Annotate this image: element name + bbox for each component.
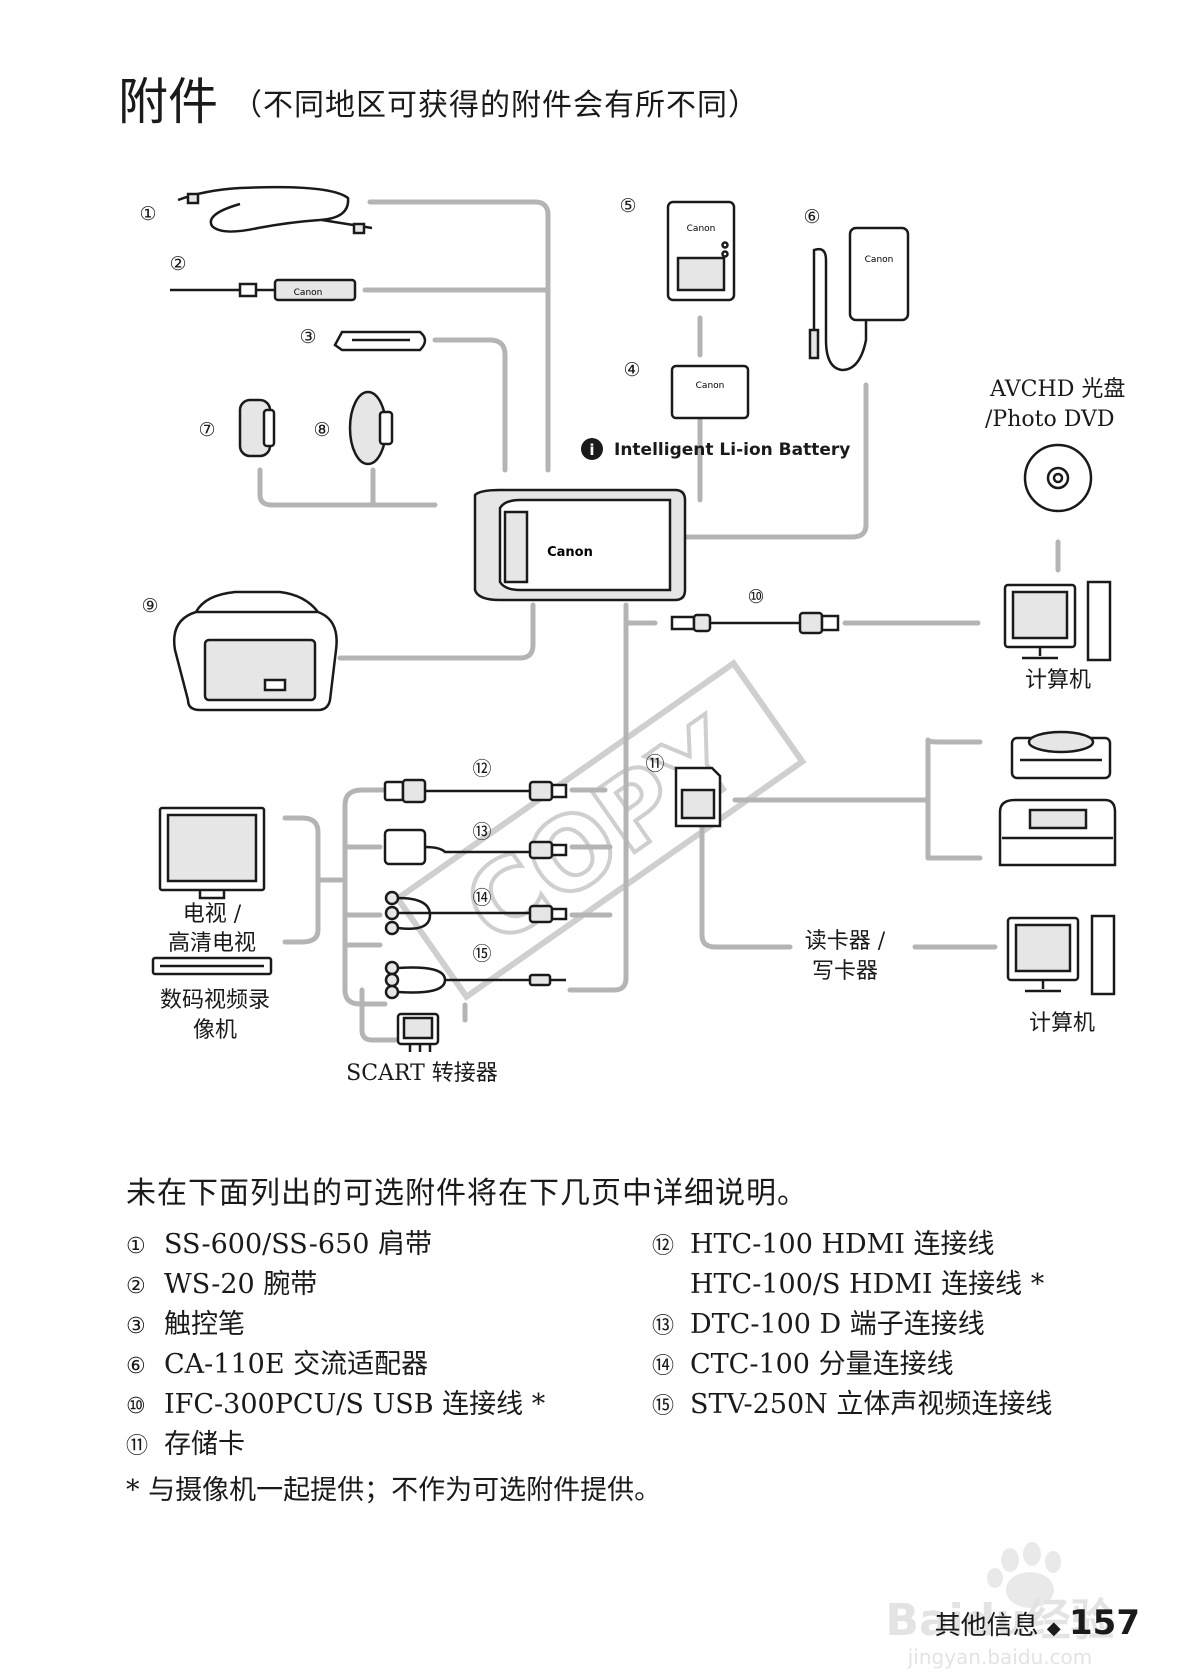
callout-13: ⑬	[472, 821, 491, 843]
video-recorder-icon	[151, 956, 273, 976]
hdmi-cable-icon	[383, 778, 568, 804]
callout-6: ⑥	[803, 206, 820, 228]
svg-text:Canon: Canon	[687, 224, 716, 234]
tv-label-line2: 高清电视	[168, 931, 256, 956]
computer-bottom-label: 计算机	[1029, 1011, 1095, 1036]
battery-info-icon: i	[581, 438, 603, 460]
accessory-diagram: COPY ① ② ③ ④ ⑤ ⑥ ⑦ ⑧ ⑨ ⑩ ⑪ ⑫ ⑬ ⑭	[139, 185, 1125, 1086]
wide-lens-icon	[348, 390, 394, 466]
av-cable-icon	[384, 960, 566, 1000]
baidu-watermark-url: jingyan.baidu.com	[907, 1645, 1093, 1669]
d-terminal-cable-icon	[383, 828, 568, 866]
page-subtitle: （不同地区可获得的附件会有所不同）	[232, 88, 759, 123]
inkjet-printer-icon	[998, 798, 1117, 867]
usb-cable-icon	[670, 611, 840, 635]
reader-label-line1: 读卡器 /	[805, 929, 886, 954]
baidu-watermark-brand: Baidu经验	[885, 1595, 1114, 1646]
footnote: * 与摄像机一起提供；不作为可选附件提供。	[126, 1475, 662, 1506]
svg-text:Canon: Canon	[696, 381, 725, 391]
stylus-icon	[333, 330, 427, 352]
svg-text:Canon: Canon	[547, 545, 593, 560]
shoulder-strap-icon	[177, 185, 373, 235]
footer-section: 其他信息	[934, 1611, 1039, 1641]
list-item: HTC-100/S HDMI 连接线 *	[690, 1269, 1045, 1300]
battery-charger-icon: Canon	[666, 200, 736, 302]
scart-adapter-icon	[396, 1012, 440, 1052]
recorder-label-line2: 像机	[193, 1018, 237, 1043]
memory-card-icon	[674, 766, 722, 828]
page-title: 附件	[118, 73, 218, 131]
photo-printer-icon	[1010, 730, 1112, 780]
callout-3: ③	[299, 326, 316, 348]
camera-bag-icon	[172, 590, 338, 712]
footer-bullet: ◆	[1046, 1618, 1061, 1639]
svg-text:Canon: Canon	[294, 288, 323, 298]
callout-7: ⑦	[198, 419, 215, 441]
callout-2: ②	[169, 253, 186, 275]
callout-9: ⑨	[141, 595, 158, 617]
camcorder-icon: Canon	[473, 488, 687, 602]
tv-label-line1: 电视 /	[183, 902, 242, 927]
callout-4: ④	[623, 359, 640, 381]
connector-lines	[257, 199, 1061, 1043]
ac-adapter-icon: Canon	[808, 226, 910, 372]
callout-11: ⑪	[645, 753, 664, 775]
page-footer: 其他信息 ◆ 157	[935, 1603, 1140, 1643]
scart-label: SCART 转接器	[346, 1061, 498, 1086]
callout-1: ①	[139, 203, 156, 225]
callout-10: ⑩	[747, 586, 764, 608]
reader-label-line2: 写卡器	[812, 959, 878, 984]
battery-pack-icon: Canon	[670, 364, 750, 420]
svg-text:Canon: Canon	[865, 255, 894, 265]
callout-5: ⑤	[619, 195, 636, 217]
disc-label-line1: AVCHD 光盘	[989, 377, 1125, 402]
wrist-strap-icon: Canon	[170, 278, 357, 302]
svg-text:i: i	[589, 441, 594, 459]
baidu-watermark: Baidu经验 jingyan.baidu.com	[885, 1542, 1115, 1669]
tele-lens-icon	[238, 398, 276, 458]
callout-15: ⑮	[472, 943, 491, 965]
computer-top-label: 计算机	[1025, 668, 1091, 693]
recorder-label-line1: 数码视频录	[160, 988, 270, 1013]
intro-text: 未在下面列出的可选附件将在下几页中详细说明。	[126, 1176, 808, 1211]
disc-icon	[1023, 443, 1093, 513]
callout-12: ⑫	[472, 758, 491, 780]
callout-8: ⑧	[313, 419, 330, 441]
component-cable-icon	[384, 890, 568, 936]
computer-bottom-icon	[1006, 914, 1116, 996]
battery-label: Intelligent Li-ion Battery	[614, 440, 850, 460]
page-number: 157	[1069, 1603, 1140, 1643]
callout-14: ⑭	[472, 887, 491, 909]
disc-label-line2: /Photo DVD	[985, 407, 1115, 432]
computer-top-icon	[1003, 580, 1112, 662]
tv-icon	[158, 806, 266, 900]
